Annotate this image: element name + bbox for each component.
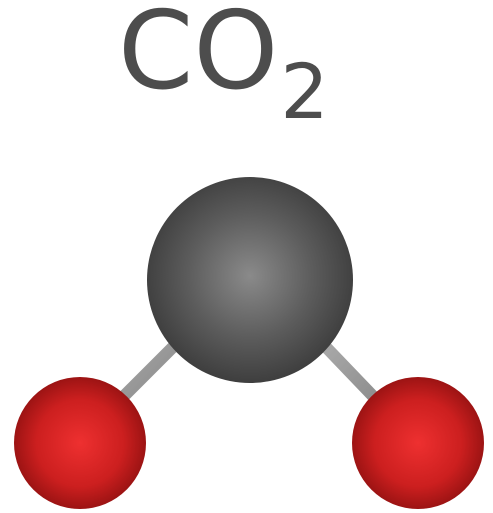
chemical-formula: CO2 — [118, 0, 329, 130]
formula-main: CO — [118, 0, 279, 114]
carbon-atom — [147, 177, 353, 383]
oxygen-atom-left — [14, 377, 146, 509]
formula-subscript: 2 — [280, 47, 329, 136]
oxygen-atom-right — [352, 377, 484, 509]
